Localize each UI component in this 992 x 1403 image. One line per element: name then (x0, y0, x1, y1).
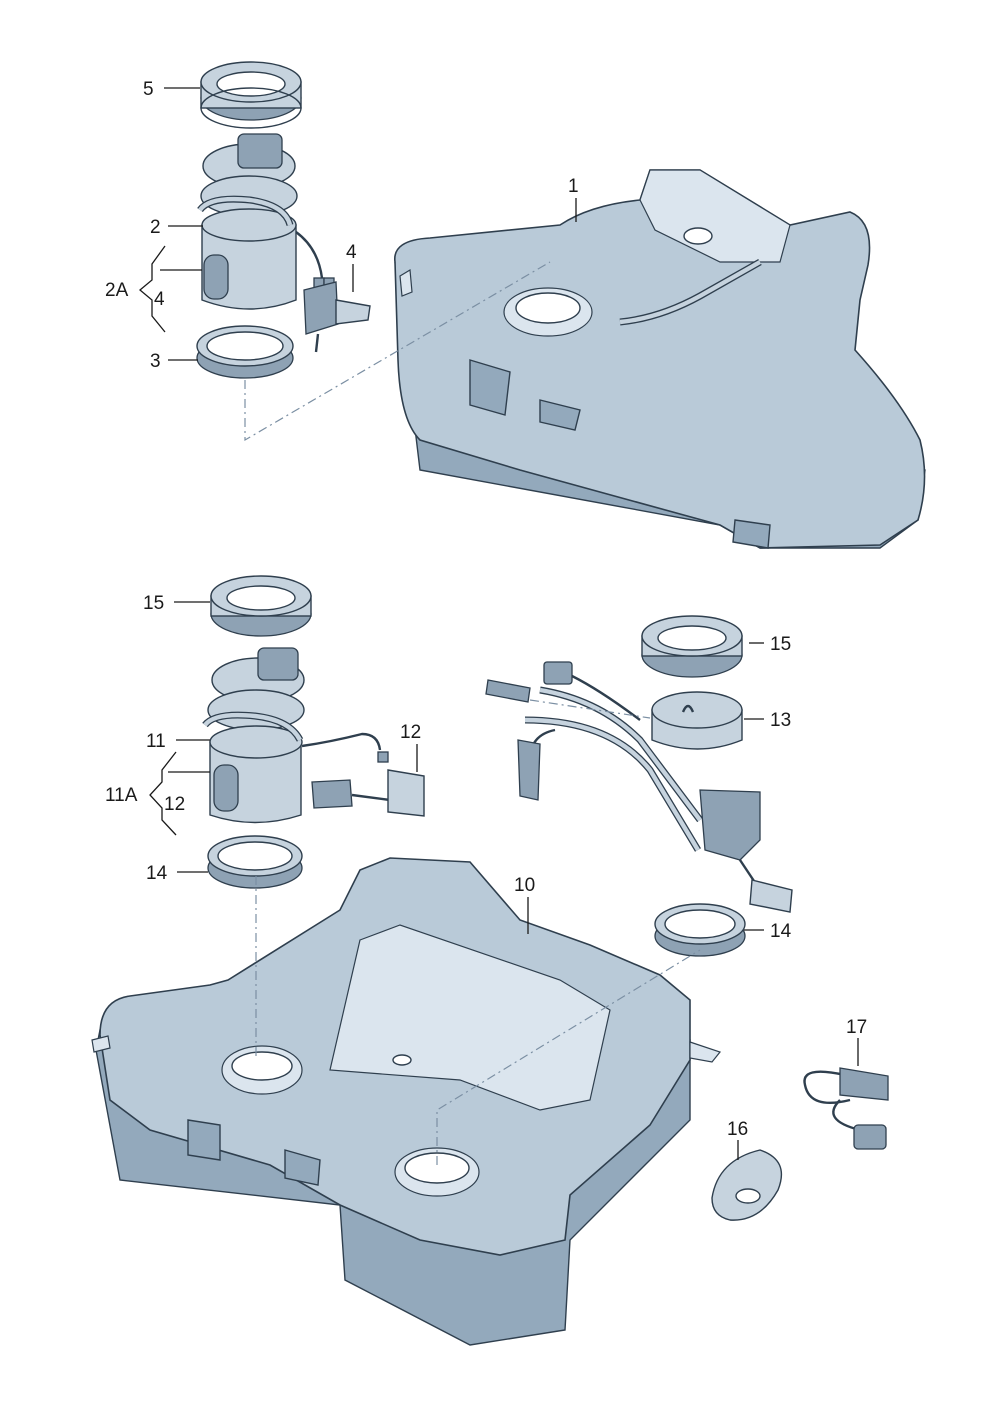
label-part-17[interactable]: 17 (846, 1017, 867, 1038)
label-part-12-group[interactable]: 12 (164, 794, 185, 815)
fuel-delivery-unit-11[interactable] (202, 647, 389, 824)
seal-ring-14-left[interactable] (207, 835, 303, 889)
locking-ring-15-left[interactable] (210, 575, 312, 637)
assembly-line-lower-right (436, 949, 701, 1165)
fuel-delivery-unit-2[interactable] (197, 133, 335, 310)
label-part-2a[interactable]: 2A (105, 280, 129, 301)
label-part-11a[interactable]: 11A (105, 785, 138, 806)
label-part-10[interactable]: 10 (514, 875, 535, 896)
fuel-tank-1[interactable] (394, 169, 926, 549)
seal-ring-3[interactable] (196, 325, 294, 379)
label-part-12-sender[interactable]: 12 (400, 722, 421, 743)
label-part-13[interactable]: 13 (770, 710, 791, 731)
label-part-2[interactable]: 2 (150, 217, 161, 238)
label-part-4-group[interactable]: 4 (154, 289, 165, 310)
assembly-line-sender (529, 699, 651, 719)
label-part-15-right[interactable]: 15 (770, 634, 791, 655)
fuel-level-sender-4[interactable] (303, 281, 371, 353)
label-part-3[interactable]: 3 (150, 351, 161, 372)
label-part-15-left[interactable]: 15 (143, 593, 164, 614)
seal-ring-14-right[interactable] (654, 903, 746, 957)
label-part-11[interactable]: 11 (146, 731, 166, 752)
label-part-14-left[interactable]: 14 (146, 863, 168, 884)
locking-ring-5[interactable] (200, 61, 302, 129)
assembly-line-upper (244, 261, 551, 442)
label-part-1[interactable]: 1 (568, 176, 579, 197)
label-part-4-sender[interactable]: 4 (346, 242, 357, 263)
fuel-pump-control-unit-17[interactable] (803, 1067, 889, 1150)
label-part-5[interactable]: 5 (143, 79, 154, 100)
cover-plate-16[interactable] (711, 1149, 783, 1221)
label-part-16[interactable]: 16 (727, 1119, 748, 1140)
fuel-tank-10[interactable] (91, 857, 722, 1346)
label-part-14-right[interactable]: 14 (770, 921, 792, 942)
part-labels: 5 1 2 4 2A 4 3 15 15 13 11 12 11A 12 14 … (105, 79, 867, 1140)
leader-lines (138, 87, 859, 1160)
fuel-level-sender-12[interactable] (311, 769, 425, 817)
locking-ring-15-right[interactable] (641, 615, 743, 678)
